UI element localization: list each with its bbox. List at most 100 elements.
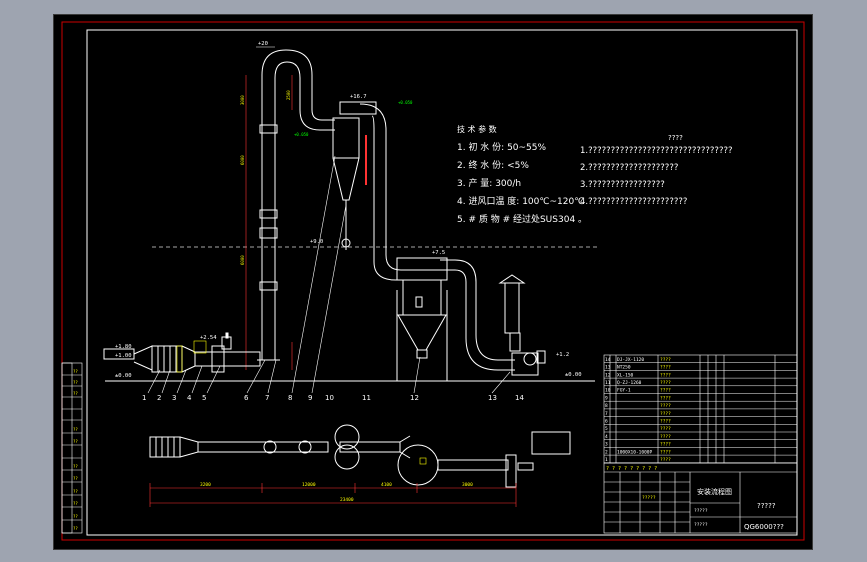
elevation-labels: +20 +16.7 +9.0 +7.5 +1.2 ±0.00 +1.80 +1.… — [115, 41, 582, 379]
dryer-column — [257, 49, 335, 361]
parts-cell: ???? — [660, 388, 671, 394]
parts-cell: Q-ZJ-1260 — [617, 380, 642, 386]
svg-text:3000: 3000 — [462, 482, 473, 488]
svg-text:??: ?? — [73, 501, 78, 506]
drawing-title: 安装流程图 — [697, 487, 732, 496]
parts-cell: ???? — [660, 457, 671, 463]
svg-text:13: 13 — [488, 394, 497, 402]
parts-cell: ???? — [660, 434, 671, 440]
parts-cell: 9 — [605, 395, 608, 401]
parts-cell: 11 — [605, 380, 611, 386]
req-item-4: 4.?????????????????????? — [580, 197, 687, 207]
svg-text:??: ?? — [73, 380, 78, 385]
req-item-3: 3.????????????????? — [580, 180, 665, 190]
svg-text:2: 2 — [157, 394, 161, 402]
svg-text:9: 9 — [308, 394, 312, 402]
plan-dimension-texts: 3200 12000 4100 3000 23400 — [200, 482, 473, 503]
tech-item-1: 1. 初 水 份: 50~55% — [457, 141, 547, 153]
title-small-2: ????? — [694, 522, 708, 528]
parts-cell: 14 — [605, 357, 611, 363]
title-block-grid — [603, 462, 798, 534]
svg-text:??: ?? — [73, 514, 78, 519]
svg-text:+1.80: +1.80 — [115, 344, 132, 350]
svg-text:8: 8 — [288, 394, 292, 402]
left-strip-table — [61, 362, 83, 534]
parts-cell: ???? — [660, 449, 671, 455]
svg-text:??: ?? — [73, 391, 78, 396]
svg-text:+16.7: +16.7 — [350, 94, 367, 100]
svg-text:??: ?? — [73, 427, 78, 432]
cyclone-dim — [365, 135, 367, 185]
svg-text:10: 10 — [325, 394, 334, 402]
svg-text:+1.00: +1.00 — [115, 353, 132, 359]
svg-text:??: ?? — [73, 476, 78, 481]
title-small-3: ????? — [642, 495, 656, 501]
svg-text:+9.0: +9.0 — [310, 239, 323, 245]
svg-text:+7.5: +7.5 — [432, 250, 445, 256]
parts-cell: 13 — [605, 365, 611, 371]
parts-cell: 4 — [605, 434, 608, 440]
svg-text:±0.00: ±0.00 — [115, 373, 132, 379]
parts-cell: NT250 — [617, 365, 631, 371]
svg-text:23400: 23400 — [340, 497, 354, 503]
green-note: +0.050 — [398, 100, 413, 105]
tech-requirements: ???? 1.???????????????????????????????? … — [580, 134, 732, 207]
inlet-yellow — [176, 340, 207, 373]
parts-cell: 12 — [605, 372, 611, 378]
parts-cell: ???? — [660, 380, 671, 386]
svg-text:3000: 3000 — [240, 95, 245, 105]
parts-cell: 6 — [605, 419, 608, 425]
req-heading: ???? — [668, 134, 683, 142]
title-block-text: ? ? ? ? ? ? ? ? ? 安装流程图 ????? QG6000??? … — [606, 466, 784, 531]
svg-text:+1.2: +1.2 — [556, 352, 569, 358]
svg-text:12: 12 — [410, 394, 419, 402]
tech-item-2: 2. 终 水 份: <5% — [457, 159, 529, 171]
plan-yellow — [419, 457, 427, 465]
svg-text:??: ?? — [73, 526, 78, 531]
svg-text:??: ?? — [73, 489, 78, 494]
outer-border — [61, 21, 805, 541]
parts-cell: ???? — [660, 419, 671, 425]
exhaust-fan — [498, 274, 546, 376]
bag-filter — [396, 257, 515, 381]
parts-cell: ???? — [660, 426, 671, 432]
tech-item-4: 4. 进风口温 度: 100℃~120℃ — [457, 195, 584, 207]
tech-heading: 技 术 参 数 — [457, 124, 497, 134]
svg-text:3200: 3200 — [200, 482, 211, 488]
parts-cell: ???? — [660, 403, 671, 409]
svg-text:+20: +20 — [258, 41, 268, 47]
svg-text:5: 5 — [202, 394, 206, 402]
column-dim-texts: 3000 6000 6000 2500 — [240, 90, 291, 265]
svg-text:??: ?? — [73, 369, 78, 374]
svg-text:??: ?? — [73, 464, 78, 469]
parts-cell: DJ-JX-1120 — [617, 357, 644, 363]
svg-text:11: 11 — [362, 394, 371, 402]
air-heater-inlet — [103, 332, 261, 373]
column-dimensions — [245, 75, 293, 370]
svg-text:6: 6 — [244, 394, 249, 402]
plan-dimension-lines — [149, 483, 517, 507]
svg-text:6000: 6000 — [240, 255, 245, 265]
title-small-1: ????? — [694, 508, 708, 514]
parts-cell: 8 — [605, 403, 608, 409]
req-item-2: 2.???????????????????? — [580, 163, 678, 173]
svg-text:+2.54: +2.54 — [200, 335, 217, 341]
parts-cell: ???? — [660, 365, 671, 371]
parts-cell: 1 — [605, 457, 608, 463]
parts-cell: 5 — [605, 426, 608, 432]
parts-cell: ???? — [660, 442, 671, 448]
parts-cell: XL-150 — [617, 372, 634, 378]
svg-text:4100: 4100 — [381, 482, 392, 488]
parts-cell: ???? — [660, 411, 671, 417]
callout-numbers: 1 2 3 4 5 6 7 8 9 10 11 12 13 14 — [142, 394, 524, 402]
parts-cell: 10 — [605, 388, 611, 394]
svg-text:??: ?? — [73, 439, 78, 444]
callout-leaders — [147, 155, 511, 394]
drawing-frame — [53, 14, 813, 550]
svg-text:6000: 6000 — [240, 155, 245, 165]
svg-text:2500: 2500 — [286, 90, 291, 100]
svg-text:4: 4 — [187, 394, 192, 402]
tech-item-5: 5. # 质 物 # 经过处SUS304 。 — [457, 213, 587, 225]
